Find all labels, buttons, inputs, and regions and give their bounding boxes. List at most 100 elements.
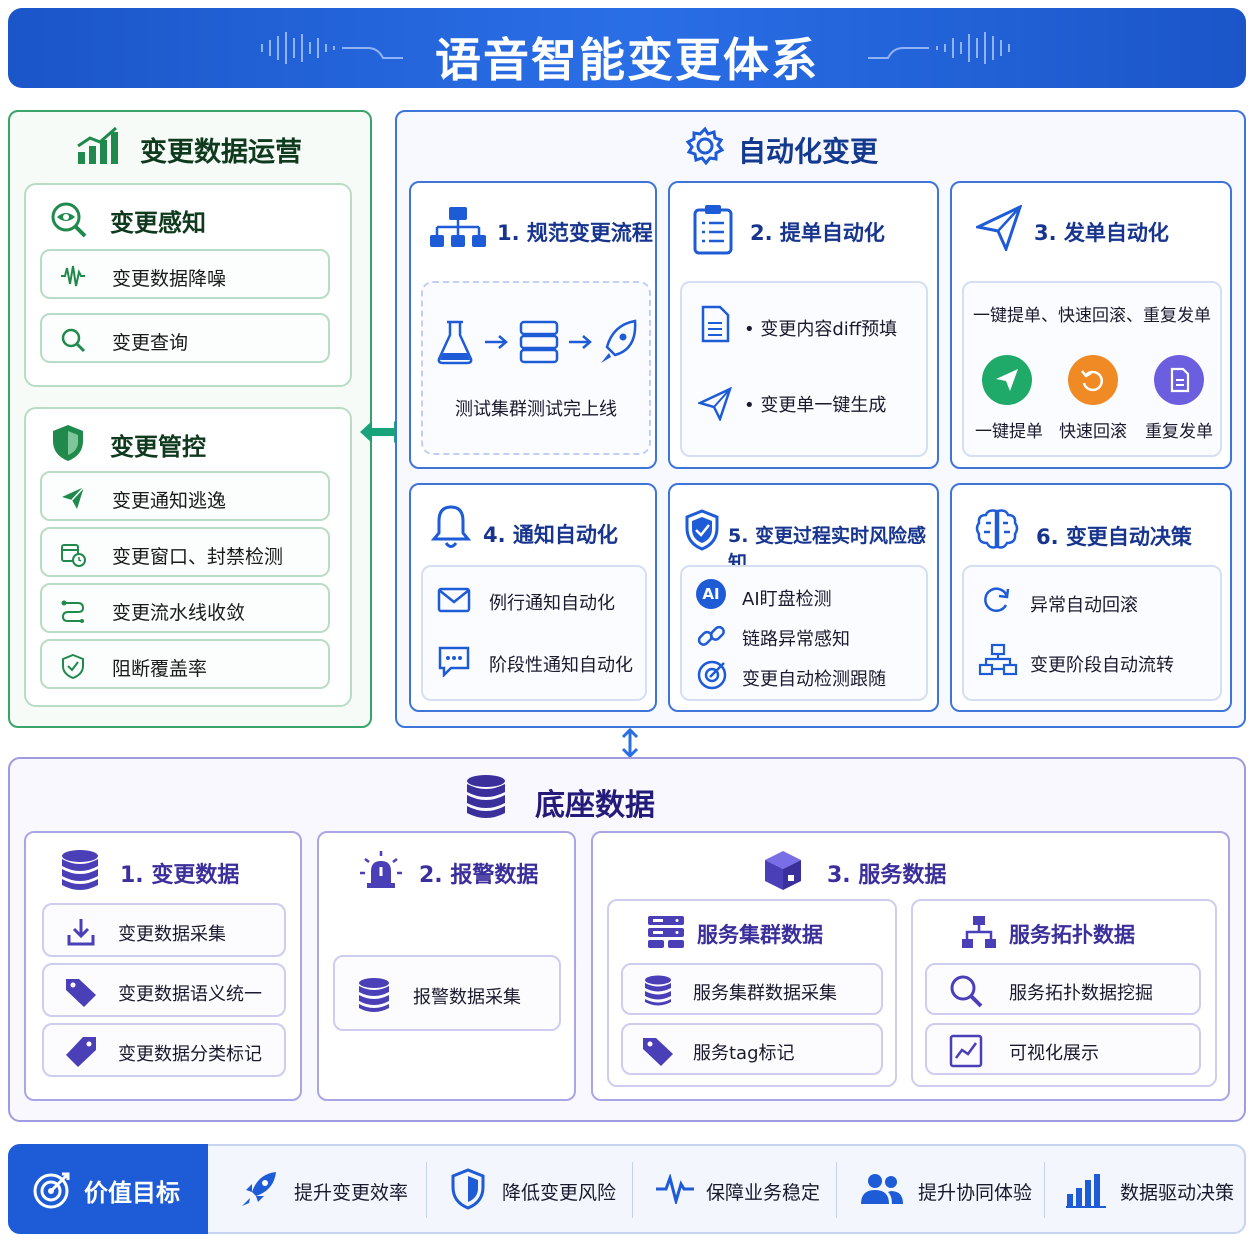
rollback-icon — [1081, 370, 1104, 392]
card-standard-flow: 1. 规范变更流程 测试集群测试完上线 — [409, 181, 657, 469]
chat-bubble-icon — [438, 646, 470, 677]
base-item[interactable]: 变更数据采集 — [42, 903, 286, 957]
flow-box: 测试集群测试完上线 — [421, 281, 651, 455]
base-item-label: 服务tag标记 — [693, 1043, 795, 1064]
action-label: 一键提单 — [975, 422, 1043, 442]
arrow-right-icon — [569, 335, 592, 349]
card-service-data: 3. 服务数据 服务集群数据 服务集群数据采集 服务tag标记 服务拓扑数据 服… — [591, 831, 1230, 1101]
resend-button[interactable] — [1154, 355, 1204, 405]
divider — [632, 1162, 633, 1218]
arrow-right-icon — [485, 335, 508, 349]
submit-button[interactable] — [982, 355, 1032, 405]
value-goals-bar — [8, 1144, 1246, 1234]
ops-item-query[interactable]: 变更查询 — [40, 313, 330, 363]
growth-chart-icon — [77, 126, 118, 164]
bidirectional-arrow-icon — [360, 421, 406, 443]
download-icon — [67, 919, 95, 946]
shield-check-icon — [62, 653, 84, 679]
bell-icon — [431, 505, 471, 548]
bar-chart-icon — [1066, 1174, 1106, 1208]
shield-icon — [451, 1168, 485, 1210]
decision-item[interactable]: 异常自动回滚 — [1030, 595, 1138, 616]
header-banner: 语音智能变更体系 — [8, 8, 1246, 88]
alarm-light-icon — [360, 851, 402, 888]
flask-icon — [437, 320, 473, 365]
notify-item[interactable]: 例行通知自动化 — [489, 593, 615, 614]
waveform-icon — [61, 265, 85, 287]
control-title: 变更管控 — [110, 433, 206, 461]
value-goals-label: 价值目标 — [8, 1144, 208, 1234]
flowchart-icon — [978, 643, 1018, 676]
value-item: 提升变更效率 — [294, 1182, 409, 1204]
ops-item-block-coverage[interactable]: 阻断覆盖率 — [40, 639, 330, 689]
decision-item[interactable]: 变更阶段自动流转 — [1030, 655, 1174, 676]
value-item: 保障业务稳定 — [706, 1182, 821, 1204]
notify-item[interactable]: 阶段性通知自动化 — [489, 655, 633, 676]
mail-icon — [437, 587, 471, 613]
risk-item[interactable]: 链路异常感知 — [742, 629, 850, 650]
ops-item-notify-escape[interactable]: 变更通知逃逸 — [40, 471, 330, 521]
paper-plane-icon — [698, 387, 732, 421]
card-title: 3. 发单自动化 — [1034, 221, 1169, 245]
search-icon — [61, 328, 86, 353]
base-item[interactable]: 服务拓扑数据挖掘 — [925, 963, 1201, 1015]
ai-badge-icon: AI — [696, 579, 726, 609]
ops-item-label: 变更数据降噪 — [112, 268, 227, 290]
base-item[interactable]: 变更数据分类标记 — [42, 1023, 286, 1077]
soundwave-left-icon — [261, 32, 403, 64]
card-title: 4. 通知自动化 — [483, 523, 618, 547]
base-item-label: 服务集群数据采集 — [693, 983, 837, 1004]
flow-diagram — [437, 319, 637, 365]
card-title: 3. 服务数据 — [827, 863, 947, 888]
base-item-label: 变更数据分类标记 — [118, 1044, 262, 1065]
base-item[interactable]: 报警数据采集 — [333, 955, 561, 1031]
card-alarm-data: 2. 报警数据 报警数据采集 — [317, 831, 576, 1101]
eye-search-icon — [51, 202, 87, 238]
card-title: 1. 变更数据 — [120, 863, 240, 888]
bullet-item[interactable]: • 变更内容diff预填 — [744, 319, 898, 340]
link-icon — [697, 625, 725, 646]
base-item[interactable]: 变更数据语义统一 — [42, 963, 286, 1017]
divider — [1044, 1162, 1045, 1218]
tags-icon — [66, 979, 96, 1007]
brain-icon — [975, 509, 1019, 549]
rollback-button[interactable] — [1068, 355, 1118, 405]
ops-item-pipeline[interactable]: 变更流水线收敛 — [40, 583, 330, 633]
ops-item-label: 变更查询 — [112, 332, 189, 354]
service-topology-box: 服务拓扑数据 服务拓扑数据挖掘 可视化展示 — [911, 899, 1217, 1087]
base-item[interactable]: 服务tag标记 — [621, 1023, 883, 1075]
topology-icon — [962, 916, 996, 948]
card-inner: 例行通知自动化 阶段性通知自动化 — [421, 565, 647, 701]
ops-item-denoise[interactable]: 变更数据降噪 — [40, 249, 330, 299]
tag-icon — [643, 1038, 673, 1066]
clipboard-icon — [693, 205, 733, 255]
subsection-title: 服务集群数据 — [697, 923, 823, 947]
risk-item[interactable]: AI盯盘检测 — [742, 589, 832, 610]
vertical-arrow-icon — [621, 728, 639, 758]
perception-title: 变更感知 — [110, 209, 206, 237]
card-inner: • 变更内容diff预填 • 变更单一键生成 — [680, 281, 928, 457]
card-title: 2. 提单自动化 — [750, 221, 885, 245]
dispatch-summary: 一键提单、快速回滚、重复发单 — [973, 306, 1211, 326]
base-item-label: 报警数据采集 — [413, 987, 521, 1008]
card-inner: 一键提单、快速回滚、重复发单 一键提单 快速回滚 重复发单 — [962, 281, 1222, 457]
gear-icon — [685, 126, 725, 166]
base-item[interactable]: 可视化展示 — [925, 1023, 1201, 1075]
cube-icon — [765, 851, 801, 890]
line-chart-icon — [949, 1034, 983, 1068]
risk-item[interactable]: 变更自动检测跟随 — [742, 669, 886, 690]
soundwave-right-icon — [868, 32, 1010, 64]
subsection-title: 服务拓扑数据 — [1009, 923, 1135, 947]
database-icon — [467, 775, 505, 818]
paper-plane-icon — [996, 369, 1018, 391]
base-item-label: 可视化展示 — [1009, 1043, 1099, 1064]
rocket-icon — [601, 319, 637, 363]
card-change-data: 1. 变更数据 变更数据采集 变更数据语义统一 变更数据分类标记 — [24, 831, 302, 1101]
bullet-item[interactable]: • 变更单一键生成 — [744, 395, 887, 416]
base-item[interactable]: 服务集群数据采集 — [621, 963, 883, 1015]
page-title: 语音智能变更体系 — [435, 33, 819, 87]
card-notify-automation: 4. 通知自动化 例行通知自动化 阶段性通知自动化 — [409, 483, 657, 712]
ops-item-window-check[interactable]: 变更窗口、封禁检测 — [40, 527, 330, 577]
value-item: 降低变更风险 — [502, 1182, 617, 1204]
database-icon — [645, 975, 671, 1006]
